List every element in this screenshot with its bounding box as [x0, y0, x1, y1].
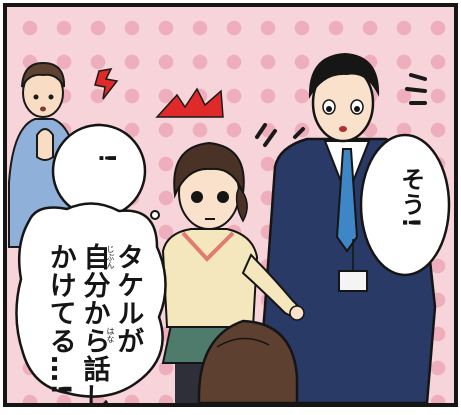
anger-mark-icon: [155, 87, 224, 118]
main-bubble-line-1: タケルが: [112, 243, 144, 355]
reply-bubble: [359, 133, 451, 277]
panel-artwork: [8, 53, 451, 403]
furigana-jibun: じぶん: [106, 245, 115, 269]
manga-panel: ! そう! タケルが自分から話しかけてる…! じぶん はな: [3, 3, 458, 407]
main-bubble-text: タケルが自分から話しかけてる…!: [43, 243, 144, 407]
main-thought-bubble: [15, 202, 167, 398]
main-bubble-line-2: 自分から話し: [78, 243, 110, 407]
furigana-hana: はな: [106, 327, 115, 343]
reply-bubble-text: そう!: [396, 167, 425, 229]
surprise-bubble-text: !: [93, 153, 119, 165]
speed-lines-icon: [255, 73, 427, 147]
surprise-mark-left: [94, 68, 119, 100]
main-bubble-line-3: かけてる…!: [44, 243, 76, 397]
boy-back-figure: [197, 319, 299, 403]
